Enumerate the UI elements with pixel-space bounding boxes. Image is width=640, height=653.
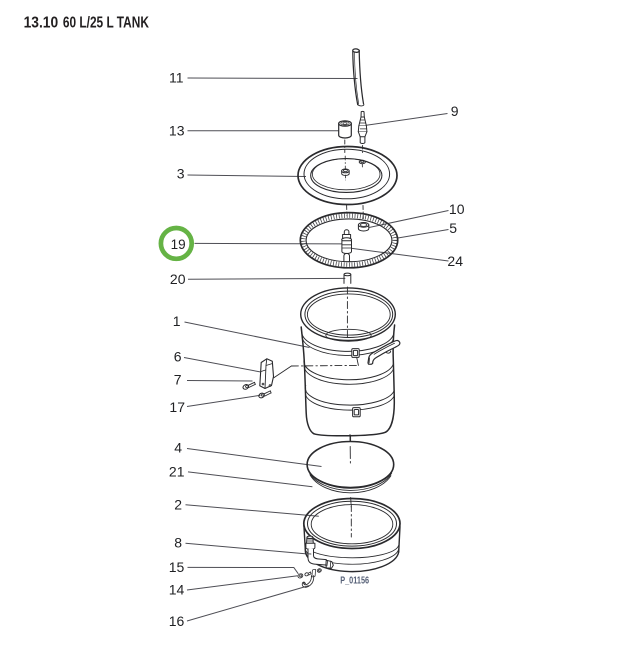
svg-text:15: 15: [169, 559, 185, 575]
svg-text:13.10: 13.10: [24, 15, 59, 32]
svg-text:21: 21: [169, 464, 185, 480]
svg-text:10: 10: [449, 201, 465, 217]
svg-text:6: 6: [174, 349, 182, 365]
svg-text:4: 4: [174, 440, 182, 456]
svg-text:9: 9: [451, 103, 459, 119]
svg-text:2: 2: [174, 496, 182, 512]
svg-text:19: 19: [171, 237, 186, 252]
svg-text:13: 13: [169, 122, 185, 138]
svg-text:8: 8: [174, 535, 182, 551]
svg-text:3: 3: [177, 166, 185, 182]
svg-text:1: 1: [173, 313, 181, 329]
svg-text:17: 17: [169, 399, 185, 415]
svg-text:7: 7: [174, 372, 182, 388]
svg-text:14: 14: [169, 582, 185, 598]
svg-text:11: 11: [169, 70, 184, 86]
svg-text:60 L/25 L TANK: 60 L/25 L TANK: [63, 15, 150, 32]
svg-text:5: 5: [449, 220, 457, 236]
svg-text:24: 24: [447, 253, 463, 269]
svg-text:16: 16: [169, 613, 185, 629]
svg-text:20: 20: [170, 271, 186, 287]
svg-text:P_01156: P_01156: [340, 575, 369, 586]
